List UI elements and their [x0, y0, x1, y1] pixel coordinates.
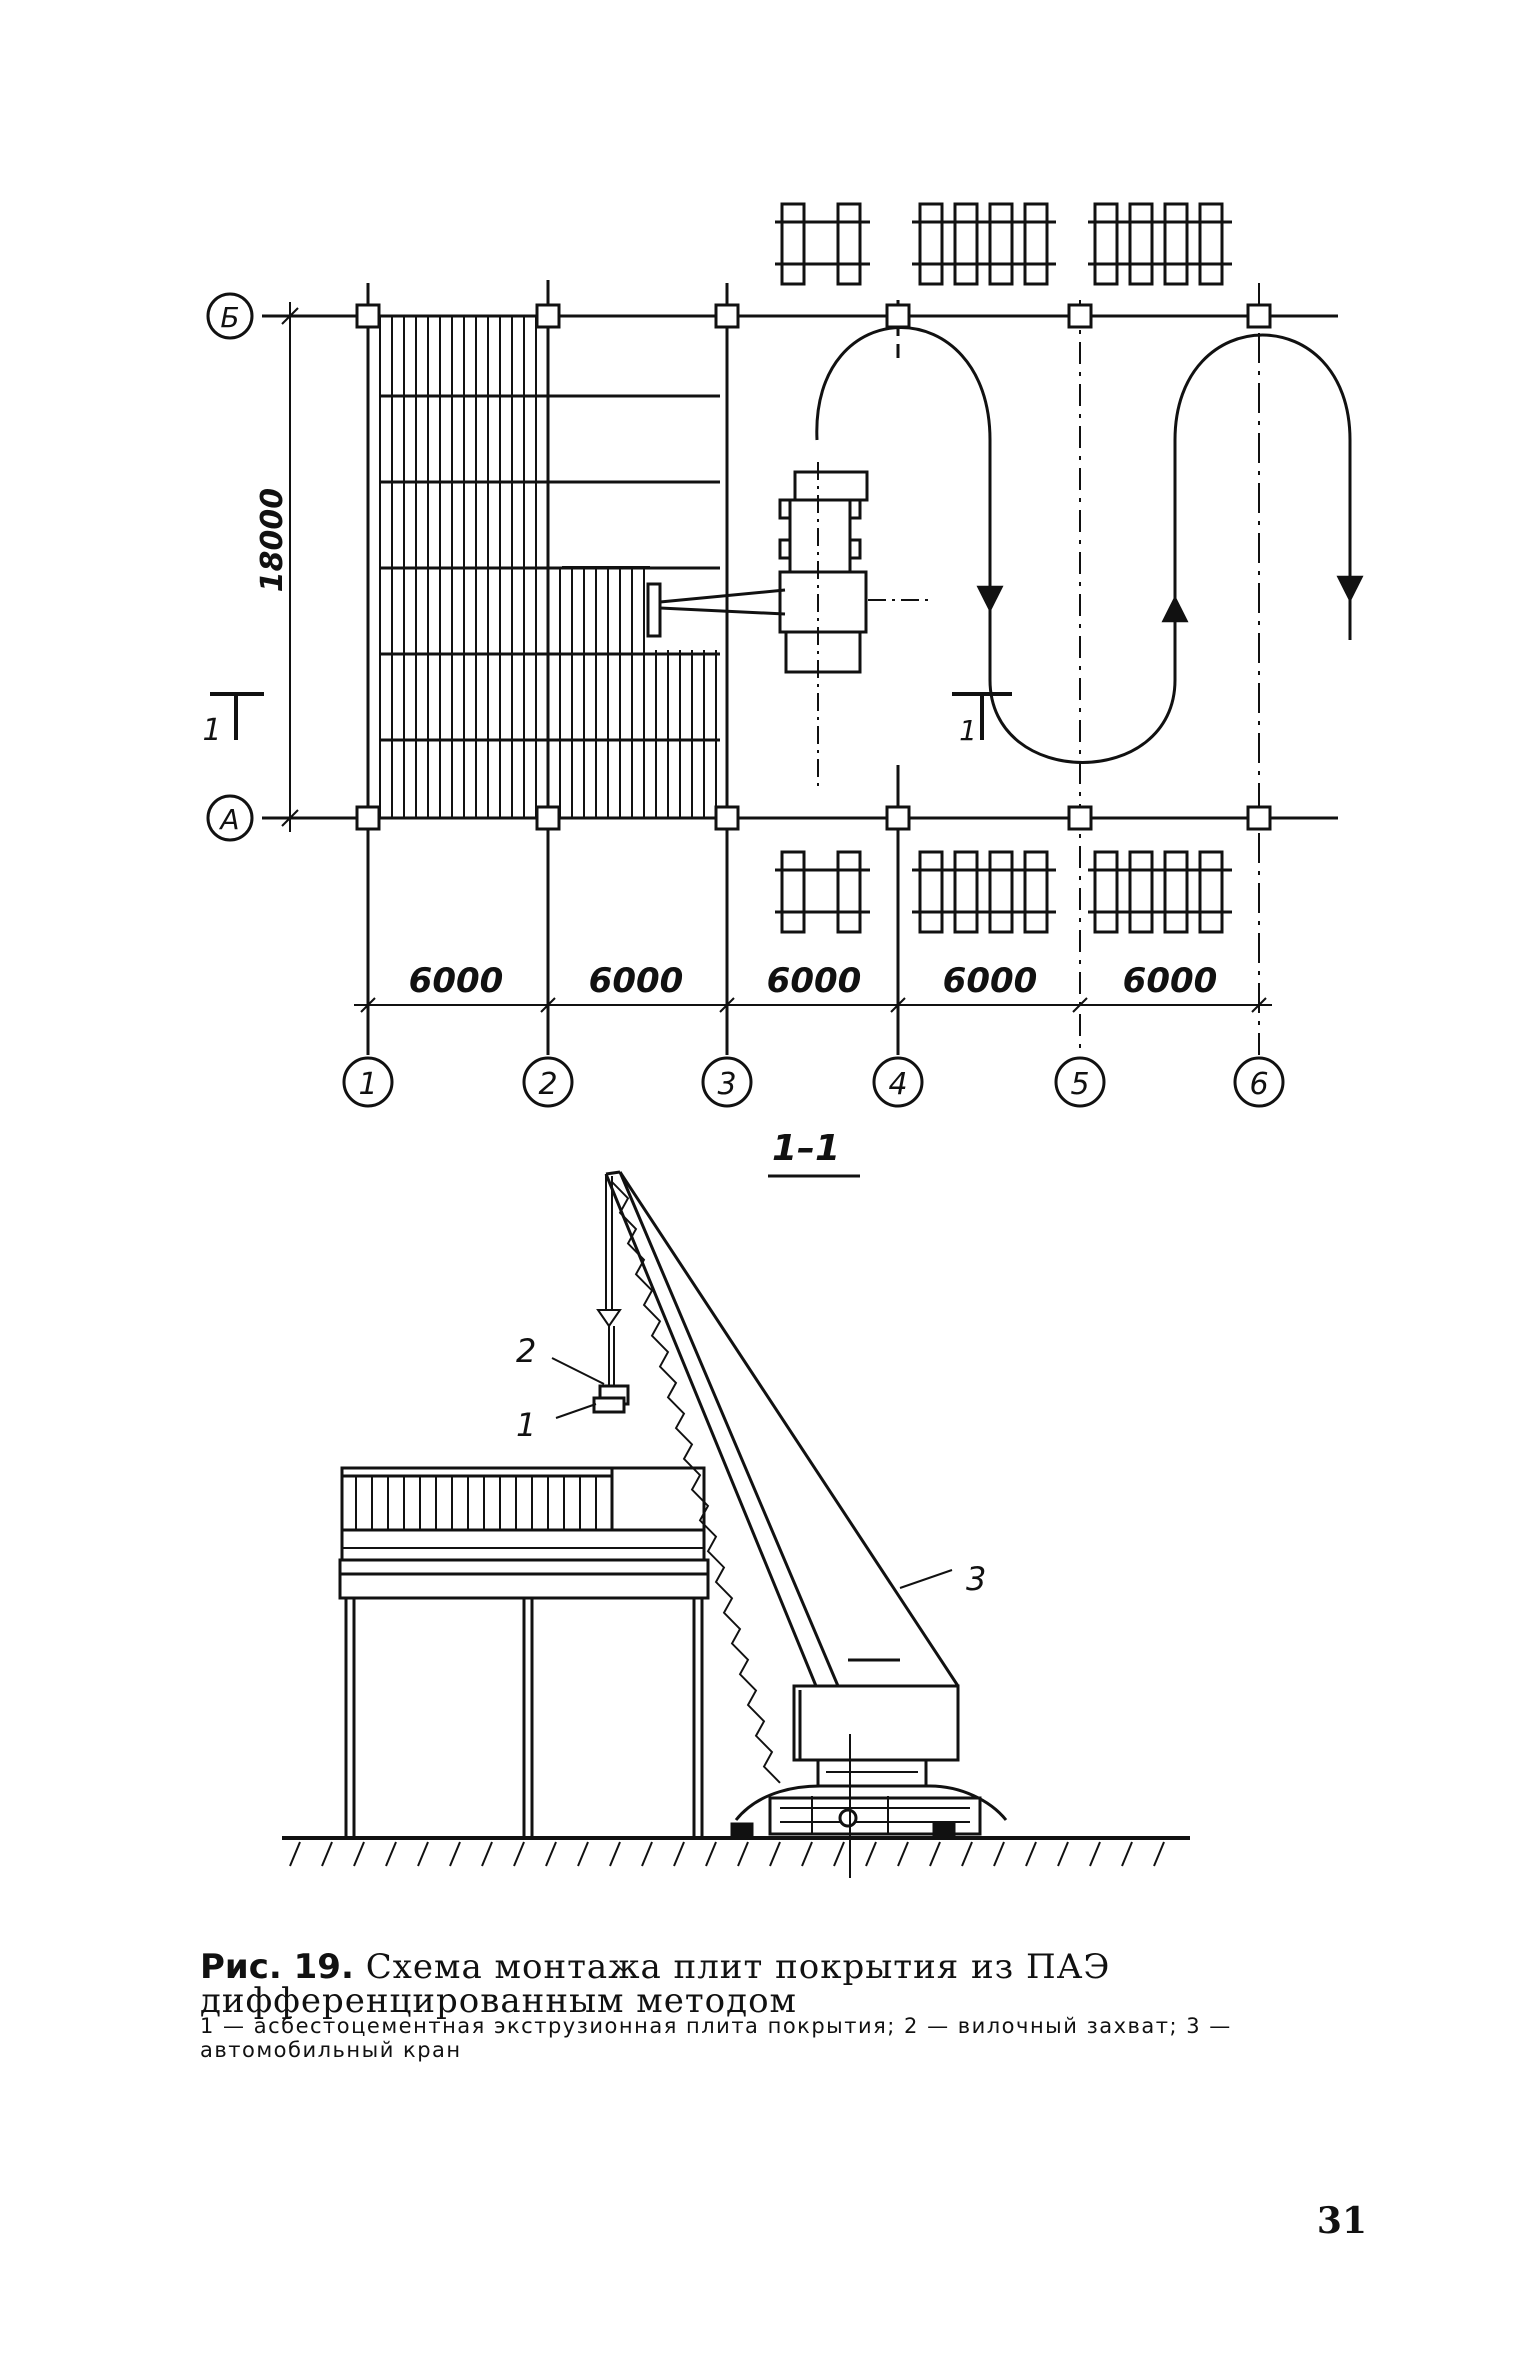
section-view — [282, 1170, 1190, 1878]
columns-row-b — [355, 303, 1272, 329]
callout-1: 1 — [516, 1406, 536, 1444]
slab-stacks-top — [775, 202, 1232, 286]
height-dimension — [281, 302, 299, 832]
section-title: 1–1 — [772, 1128, 840, 1169]
column-bubble-5 — [1054, 1056, 1106, 1108]
crane-body — [730, 1684, 1008, 1878]
column-bubble-6 — [1233, 1056, 1285, 1108]
figure-legend: 1 — асбестоцементная экструзионная плита… — [200, 2014, 1232, 2062]
column-bubble-1 — [342, 1056, 394, 1108]
figure-caption-text: Схема монтажа плит покрытия из ПАЭ диффе… — [200, 1947, 1111, 2021]
slab-stacks-bottom — [775, 850, 1232, 934]
building-roof-ribs — [355, 1476, 597, 1530]
plan-view — [206, 202, 1364, 1108]
column-bubble-2 — [522, 1056, 574, 1108]
span-dim-2: 6000 — [589, 961, 684, 1001]
span-dim-4: 6000 — [943, 961, 1038, 1001]
callout-3: 3 — [966, 1560, 986, 1598]
section-mark-left — [210, 692, 264, 740]
callout-2: 2 — [516, 1332, 536, 1370]
ground-hatch — [289, 1841, 1165, 1867]
crane-travel-path — [815, 326, 1364, 764]
callout-leader-2 — [551, 1357, 605, 1385]
crane-plan — [646, 462, 930, 786]
section-mark-left-label: 1 — [202, 713, 221, 748]
figure-label: Рис. 19. — [200, 1947, 354, 1987]
row-label-a: А — [218, 803, 239, 836]
column-bubble-3 — [701, 1056, 753, 1108]
section-mark-right-label: 1 — [959, 714, 977, 747]
section-mark-right — [952, 692, 1012, 740]
span-dim-5: 6000 — [1123, 961, 1218, 1001]
span-dimension — [354, 997, 1272, 1013]
columns-row-a — [355, 805, 1272, 831]
callout-leader-3 — [899, 1569, 953, 1589]
row-bubble-a — [206, 794, 254, 842]
building-frame — [338, 1466, 710, 1838]
figure-caption: Рис. 19. Схема монтажа плит покрытия из … — [200, 1950, 1370, 2018]
column-label-6: 6 — [1249, 1067, 1268, 1102]
height-dim-label: 18000 — [255, 488, 290, 592]
axis-bubbles — [206, 292, 1285, 1108]
row-bubble-b — [206, 292, 254, 340]
crane-boom — [604, 1170, 960, 1687]
column-bubble-4 — [872, 1056, 924, 1108]
column-label-3: 3 — [717, 1067, 736, 1102]
crane-boom-lattice — [611, 1181, 781, 1784]
callout-leader-1 — [555, 1403, 597, 1419]
roof-slab-lifted — [592, 1396, 626, 1414]
row-label-b: Б — [220, 301, 239, 334]
installed-slabs-bay-2-3 — [559, 566, 717, 818]
roof-purlins — [380, 394, 720, 742]
hoist — [596, 1174, 622, 1388]
span-dim-1: 6000 — [409, 961, 504, 1001]
column-label-5: 5 — [1070, 1067, 1089, 1102]
page-number: 31 — [1316, 2200, 1367, 2242]
span-dim-3: 6000 — [767, 961, 862, 1001]
column-label-2: 2 — [538, 1067, 557, 1102]
column-label-1: 1 — [358, 1067, 377, 1102]
column-label-4: 4 — [888, 1067, 907, 1102]
